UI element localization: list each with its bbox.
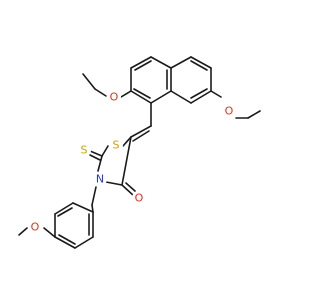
bond (58, 234, 76, 245)
bond (247, 110, 261, 119)
bond (130, 56, 152, 69)
bond (134, 60, 152, 71)
bond (132, 130, 150, 142)
bond (150, 90, 172, 104)
atom-label: O (110, 91, 119, 104)
atom-s-ring: S (109, 138, 123, 152)
bond (133, 88, 151, 99)
bond (72, 202, 94, 213)
bond (18, 227, 28, 236)
bond (130, 90, 152, 104)
molecule-structure: O O S S N O O (18, 56, 261, 249)
bond (54, 202, 74, 215)
bond (130, 125, 152, 138)
bond (89, 154, 101, 161)
atom-labels: O O S S N O O (28, 90, 236, 234)
bond (190, 88, 208, 99)
bond (74, 236, 94, 249)
atom-label: O (225, 105, 234, 118)
atom-label: O (135, 192, 144, 205)
bond (82, 73, 96, 90)
atom-o-upper: O (107, 90, 121, 104)
bond (91, 186, 97, 206)
bond (190, 60, 208, 71)
bond (210, 90, 222, 98)
bond (101, 145, 109, 157)
atom-label: S (81, 144, 88, 157)
bond (190, 56, 212, 69)
bonds (18, 56, 261, 249)
atom-s-thione: S (77, 143, 91, 157)
atom-n-ring: N (93, 172, 107, 186)
bond (105, 181, 123, 186)
bond (94, 88, 107, 97)
bond (97, 155, 103, 172)
bond (190, 90, 212, 104)
bond (122, 136, 132, 147)
bond (170, 56, 192, 69)
bond (125, 182, 136, 192)
bond (121, 136, 132, 186)
bond (43, 227, 56, 238)
atom-o-right: O (222, 104, 236, 118)
bond (89, 150, 103, 157)
bond (54, 236, 76, 249)
bond (121, 184, 135, 197)
atom-label: S (113, 139, 120, 152)
atom-o-methoxy: O (28, 220, 42, 234)
bond (120, 90, 132, 98)
bond (57, 207, 73, 217)
atom-label: O (31, 221, 40, 234)
atom-label: N (96, 173, 104, 186)
structure-canvas: O O S S N O O (18, 56, 261, 249)
atom-o-carbonyl: O (132, 191, 146, 205)
bond (150, 56, 172, 69)
bond (170, 90, 192, 104)
bond (91, 204, 94, 213)
